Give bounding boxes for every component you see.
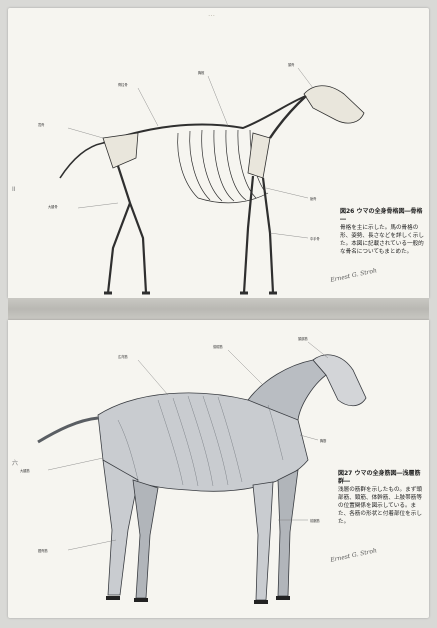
musculature-figure [38,355,366,602]
svg-text:脊柱骨: 脊柱骨 [118,82,128,87]
pelvis [103,133,138,168]
svg-text:僧帽筋: 僧帽筋 [213,344,223,349]
caption-title: 図27 ウマの全身筋図―浅層筋群― [338,470,424,486]
svg-text:大腿骨: 大腿骨 [48,204,58,209]
head-muscles [313,355,366,406]
front-leg-muscles [253,482,273,600]
svg-text:頭骨: 頭骨 [288,62,294,67]
svg-text:寛骨: 寛骨 [38,122,44,127]
hind-leg-far [133,480,158,598]
anatomical-labels: 脊柱骨 胸椎 頭骨 寛骨 大腿骨 肋骨 中手骨 [38,62,320,241]
front-leg-right [263,178,273,293]
front-leg-far [278,470,298,596]
svg-text:肋骨: 肋骨 [310,196,316,201]
front-leg-left [244,176,253,293]
book-page-musculature: 六 [8,320,429,618]
figure-caption-skeleton: 図26 ウマの全身骨格図―骨格― 骨格を主に示した。馬の骨格の形、姿勢、長さなど… [340,208,424,256]
page-gutter [8,298,429,320]
caption-body: 骨格を主に示した。馬の骨格の形、姿勢、長さなどを詳しく示した。本図に記載されてい… [340,225,424,255]
svg-text:脛骨筋: 脛骨筋 [38,548,48,553]
svg-text:中手骨: 中手骨 [310,236,320,241]
skeleton-figure [60,86,364,293]
hind-leg [108,166,146,293]
tail [38,418,98,442]
svg-text:前腕筋: 前腕筋 [310,518,320,523]
svg-text:頭部筋: 頭部筋 [298,336,308,341]
caption-title: 図26 ウマの全身骨格図―骨格― [340,208,424,224]
svg-text:大腿筋: 大腿筋 [20,468,30,473]
horse-musculature-illustration: 広背筋 僧帽筋 頭部筋 大腿筋 脛骨筋 胸筋 前腕筋 [8,320,429,618]
caption-body: 浅層の筋群を示したもの。まず頭部筋、頸筋、体幹筋、上肢帯筋等の位置関係を図示して… [338,487,422,525]
svg-text:胸筋: 胸筋 [320,438,326,443]
scapula [248,133,270,178]
figure-caption-musculature: 図27 ウマの全身筋図―浅層筋群― 浅層の筋群を示したもの。まず頭部筋、頸筋、体… [338,470,424,526]
skull [304,86,364,123]
neck-vertebrae [270,96,306,138]
svg-text:広背筋: 広背筋 [118,354,128,359]
tail-vertebrae [60,143,103,178]
book-page-skeleton: … II [8,8,429,298]
svg-text:胸椎: 胸椎 [198,70,205,75]
